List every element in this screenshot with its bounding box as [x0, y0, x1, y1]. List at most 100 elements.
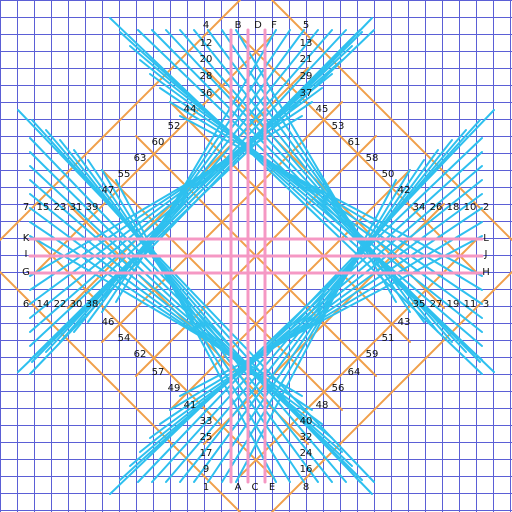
- orange-stitch-line: [237, 237, 479, 479]
- label-7: 7: [23, 202, 29, 213]
- label-20: 20: [200, 54, 213, 65]
- label-4: 4: [203, 20, 209, 31]
- label-36: 36: [200, 88, 213, 99]
- label-55: 55: [118, 169, 131, 180]
- blue-stitch-line: [207, 159, 425, 483]
- label-34: 34: [413, 202, 426, 213]
- orange-stitch-line: [0, 0, 241, 241]
- blue-stitch-line: [109, 17, 483, 375]
- label-32: 32: [300, 432, 313, 443]
- blue-stitch-line: [29, 137, 373, 495]
- blue-stitch-line: [29, 87, 323, 305]
- label-40: 40: [300, 416, 313, 427]
- label-i: I: [25, 249, 28, 260]
- label-5: 5: [303, 20, 309, 31]
- blue-lines: [17, 17, 495, 495]
- blue-stitch-line: [165, 129, 467, 483]
- label-17: 17: [200, 448, 213, 459]
- label-31: 31: [70, 202, 83, 213]
- label-26: 26: [430, 202, 443, 213]
- blue-stitch-line: [29, 59, 343, 333]
- label-f: F: [271, 20, 277, 31]
- label-29: 29: [300, 71, 313, 82]
- blue-stitch-line: [169, 221, 483, 411]
- blue-stitch-line: [29, 179, 343, 453]
- label-24: 24: [300, 448, 313, 459]
- label-54: 54: [118, 333, 131, 344]
- blue-stitch-line: [193, 29, 439, 333]
- label-16: 16: [300, 464, 313, 475]
- label-38: 38: [86, 299, 99, 310]
- blue-stitch-line: [149, 193, 483, 439]
- label-63: 63: [134, 153, 147, 164]
- label-62: 62: [134, 349, 147, 360]
- orange-stitch-line: [237, 33, 479, 275]
- pink-lines: [28, 28, 484, 484]
- label-b: B: [235, 20, 242, 31]
- label-k: K: [23, 233, 30, 244]
- label-56: 56: [332, 383, 345, 394]
- orange-stitch-line: [271, 0, 512, 241]
- label-45: 45: [316, 104, 329, 115]
- label-15: 15: [37, 202, 50, 213]
- label-l: L: [483, 233, 489, 244]
- blue-stitch-line: [29, 73, 333, 319]
- blue-stitch-line: [109, 137, 483, 495]
- blue-stitch-line: [29, 17, 373, 375]
- blue-stitch-line: [139, 179, 483, 453]
- label-6: 6: [23, 299, 29, 310]
- label-11: 11: [464, 299, 477, 310]
- label-8: 8: [303, 482, 309, 493]
- label-47: 47: [102, 185, 115, 196]
- label-39: 39: [86, 202, 99, 213]
- label-j: J: [484, 249, 488, 260]
- label-d: D: [254, 20, 262, 31]
- label-44: 44: [184, 104, 197, 115]
- label-58: 58: [366, 153, 379, 164]
- blue-stitch-line: [159, 207, 483, 425]
- label-64: 64: [348, 367, 361, 378]
- label-14: 14: [37, 299, 50, 310]
- label-g: G: [22, 267, 30, 278]
- orange-stitch-line: [169, 169, 411, 411]
- blue-stitch-line: [235, 179, 397, 483]
- blue-stitch-line: [45, 129, 347, 483]
- label-12: 12: [200, 38, 213, 49]
- label-c: C: [252, 482, 259, 493]
- label-50: 50: [382, 169, 395, 180]
- label-59: 59: [366, 349, 379, 360]
- blue-stitch-line: [29, 207, 323, 425]
- label-57: 57: [152, 367, 165, 378]
- label-46: 46: [102, 317, 115, 328]
- label-30: 30: [70, 299, 83, 310]
- label-60: 60: [152, 137, 165, 148]
- label-1: 1: [203, 482, 209, 493]
- label-h: H: [482, 267, 490, 278]
- label-48: 48: [316, 400, 329, 411]
- blue-stitch-line: [29, 193, 333, 439]
- label-10: 10: [464, 202, 477, 213]
- label-49: 49: [168, 383, 181, 394]
- label-53: 53: [332, 121, 345, 132]
- label-9: 9: [203, 464, 209, 475]
- label-28: 28: [200, 71, 213, 82]
- label-27: 27: [430, 299, 443, 310]
- blue-stitch-line: [221, 169, 411, 483]
- label-42: 42: [398, 185, 411, 196]
- label-23: 23: [54, 202, 67, 213]
- label-2: 2: [483, 202, 489, 213]
- orange-stitch-line: [271, 271, 512, 512]
- label-43: 43: [398, 317, 411, 328]
- blue-stitch-line: [129, 45, 483, 347]
- label-25: 25: [200, 432, 213, 443]
- blue-stitch-line: [73, 29, 319, 333]
- label-41: 41: [184, 400, 197, 411]
- label-21: 21: [300, 54, 313, 65]
- orange-stitch-line: [0, 271, 241, 512]
- label-52: 52: [168, 121, 181, 132]
- label-e: E: [269, 482, 275, 493]
- blue-stitch-line: [221, 29, 411, 313]
